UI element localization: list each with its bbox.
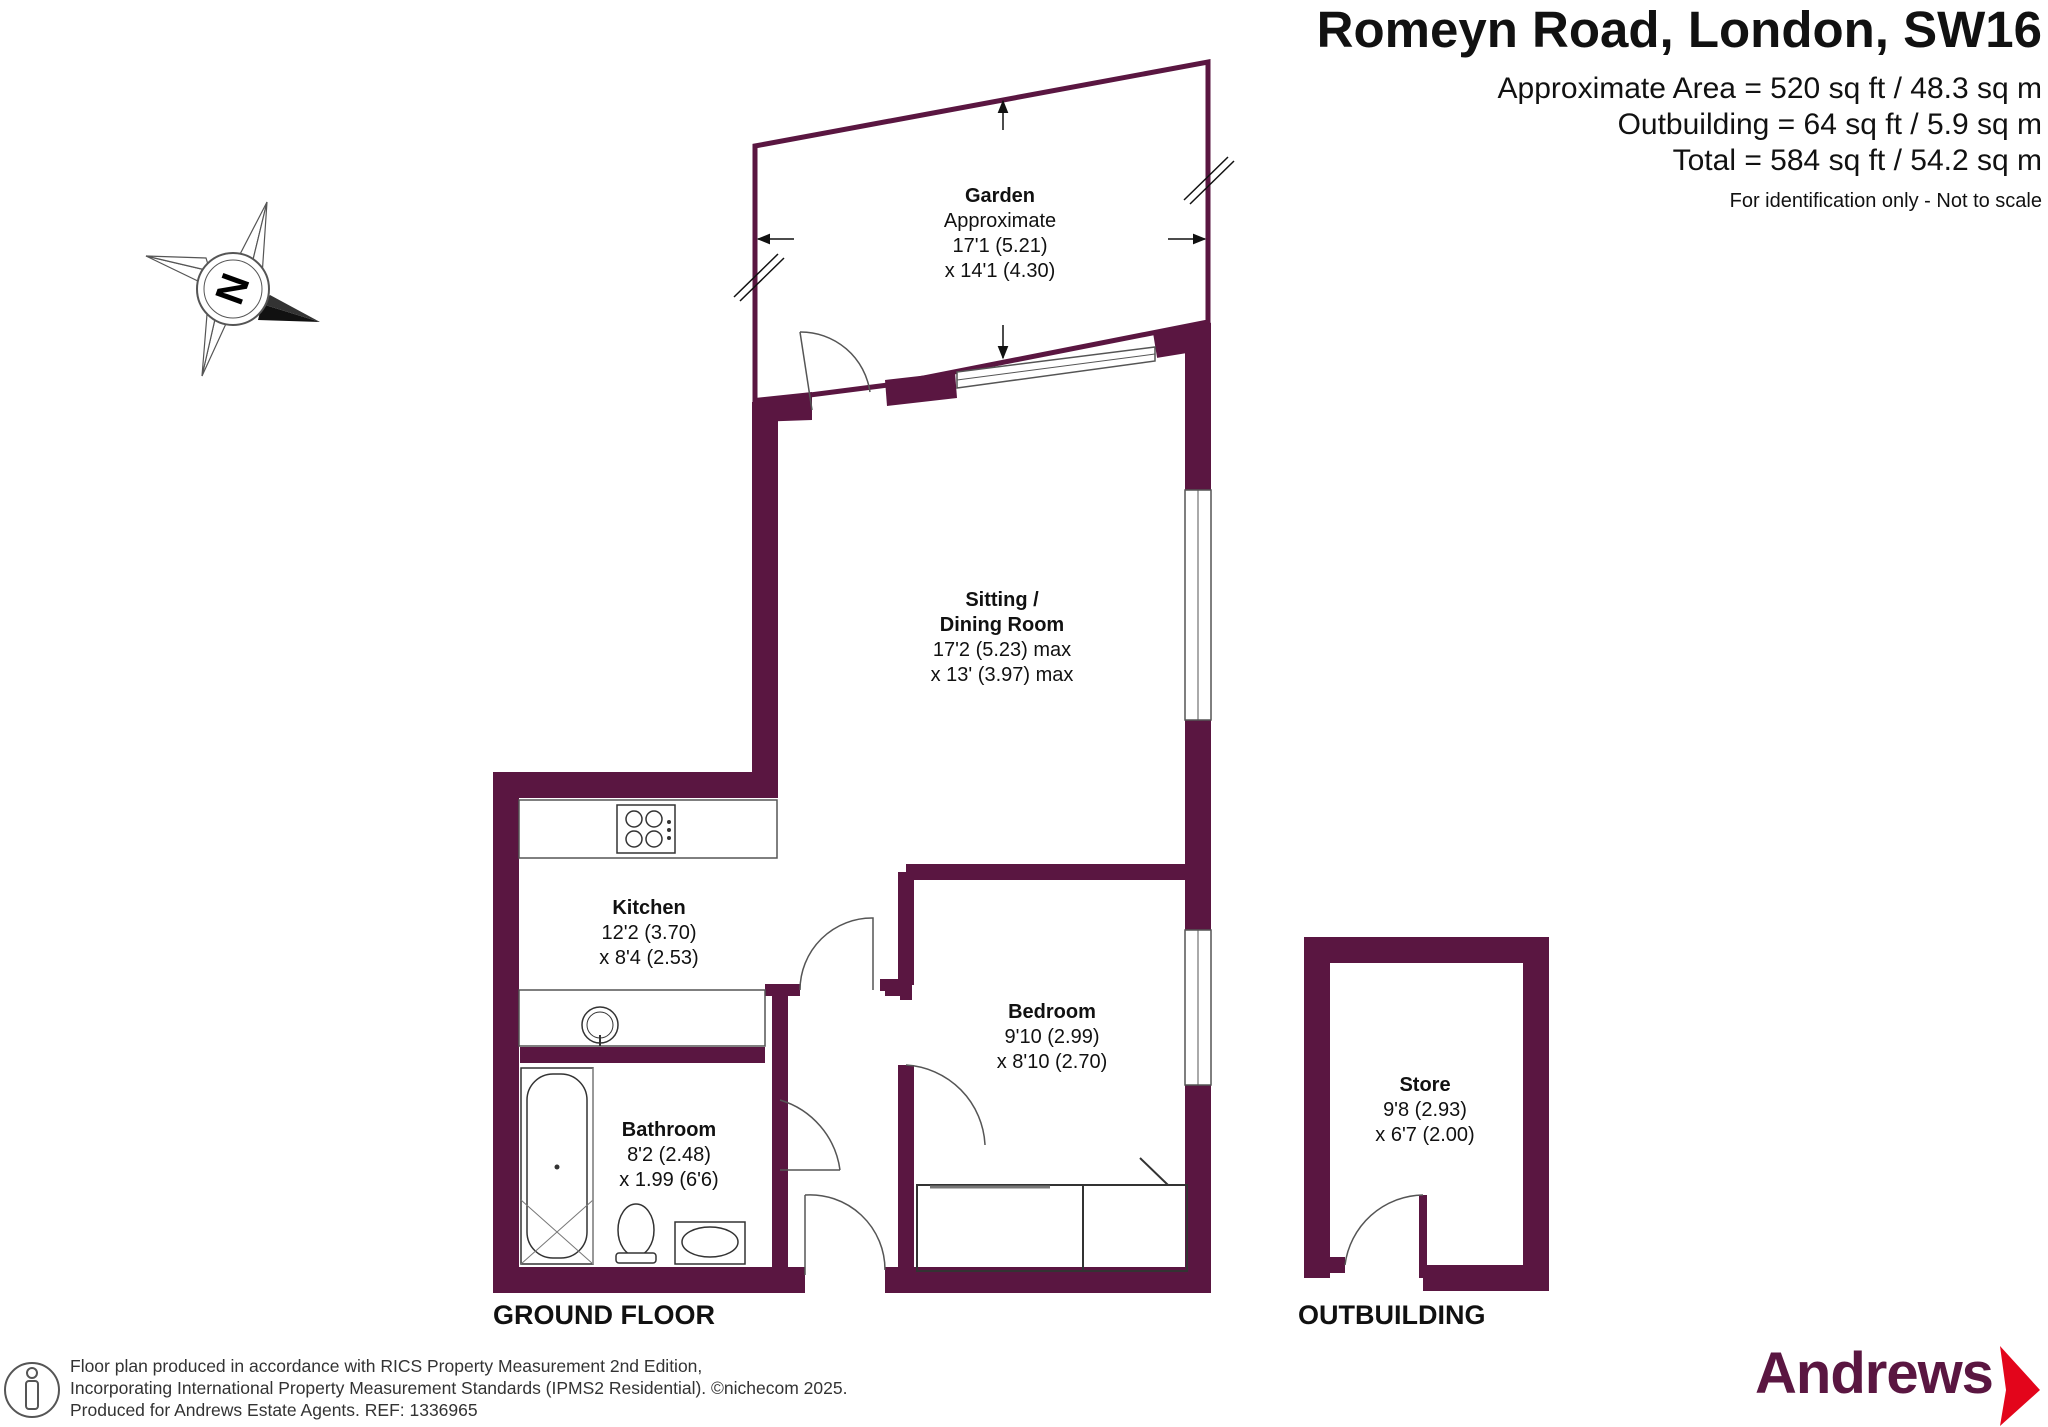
hob-icon (616, 804, 676, 854)
area-line-total: Total = 584 sq ft / 54.2 sq m (1672, 144, 2042, 177)
bathroom-line-1: 8'2 (2.48) (627, 1144, 711, 1166)
sitting-name-1: Sitting / (965, 589, 1039, 611)
area-line-approximate: Approximate Area = 520 sq ft / 48.3 sq m (1497, 72, 2042, 105)
kitchen-name: Kitchen (612, 897, 685, 919)
garden-line-1: Approximate (944, 210, 1056, 232)
brand-chevron-icon (2000, 1346, 2040, 1426)
outbuilding-label: OUTBUILDING (1298, 1300, 1486, 1330)
bedroom-line-2: x 8'10 (2.70) (997, 1051, 1108, 1073)
store-line-1: 9'8 (2.93) (1383, 1099, 1467, 1121)
store-line-2: x 6'7 (2.00) (1375, 1124, 1474, 1146)
bedroom-line-1: 9'10 (2.99) (1005, 1026, 1100, 1048)
ground-floor-label: GROUND FLOOR (493, 1300, 715, 1330)
bath-icon (520, 1067, 594, 1265)
person-icon (4, 1362, 60, 1418)
toilet-icon (615, 1203, 657, 1264)
outbuilding-walls (1304, 937, 1549, 1291)
page-title: Romeyn Road, London, SW16 (1316, 1, 2042, 58)
store-name: Store (1399, 1074, 1450, 1096)
bathroom-line-2: x 1.99 (6'6) (619, 1169, 718, 1191)
basin-icon (674, 1221, 746, 1265)
kitchen-line-2: x 8'4 (2.53) (599, 947, 698, 969)
bedroom-name: Bedroom (1008, 1001, 1096, 1023)
footer-line-2: Incorporating International Property Mea… (70, 1378, 848, 1398)
kitchen-line-1: 12'2 (3.70) (602, 922, 697, 944)
ground-floor-walls (493, 322, 1212, 1293)
disclaimer: For identification only - Not to scale (1729, 190, 2042, 212)
garden-line-3: x 14'1 (4.30) (945, 260, 1056, 282)
footer-line-1: Floor plan produced in accordance with R… (70, 1356, 703, 1376)
garden-line-2: 17'1 (5.21) (953, 235, 1048, 257)
footer-line-3: Produced for Andrews Estate Agents. REF:… (70, 1400, 478, 1420)
sitting-name-2: Dining Room (940, 614, 1064, 636)
sitting-line-2: x 13' (3.97) max (931, 664, 1074, 686)
footer-text: Floor plan produced in accordance with R… (70, 1355, 847, 1421)
bathroom-name: Bathroom (622, 1119, 716, 1141)
brand-logo: Andrews (1755, 1341, 1994, 1406)
compass-icon: N (145, 201, 320, 377)
room-labels: Garden Approximate 17'1 (5.21) x 14'1 (4… (599, 185, 1474, 1191)
sink-icon (581, 1006, 619, 1046)
area-line-outbuilding: Outbuilding = 64 sq ft / 5.9 sq m (1617, 108, 2042, 141)
sitting-line-1: 17'2 (5.23) max (933, 639, 1071, 661)
garden-area (733, 58, 1235, 405)
garden-name: Garden (965, 185, 1035, 207)
